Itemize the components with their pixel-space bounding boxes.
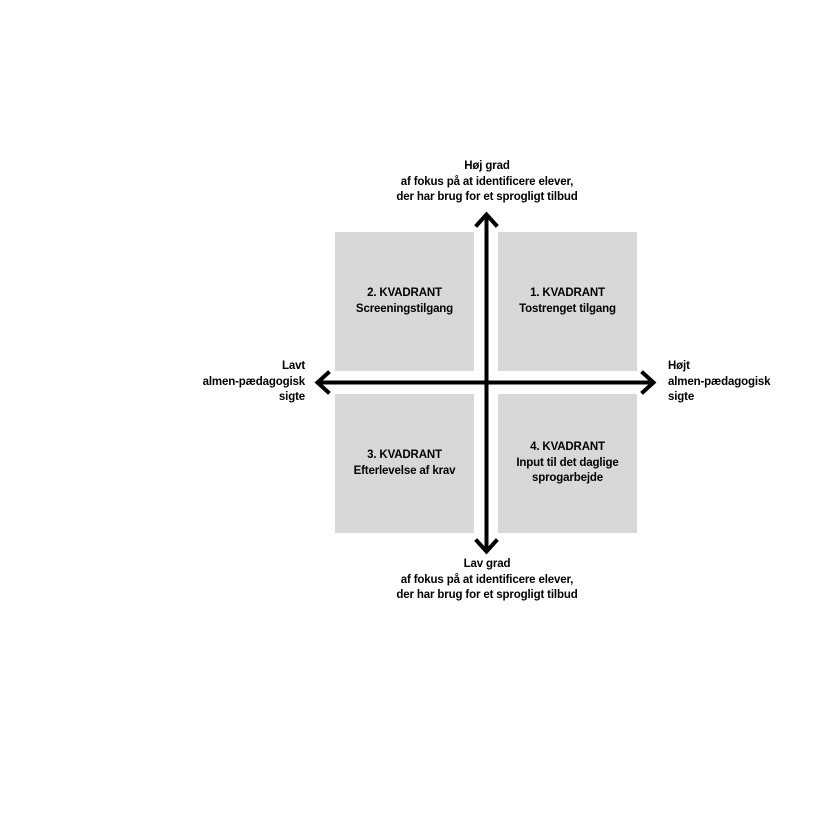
- quadrant-1-subtitle: Tostrenget tilgang: [519, 302, 616, 315]
- axis-label-left-line-2: almen-pædagogisk: [202, 375, 306, 388]
- quadrant-2-subtitle: Screeningstilgang: [355, 302, 454, 315]
- quadrant-3-box: 3. KVADRANT Efterlevelse af krav: [335, 394, 474, 533]
- quadrant-3-text: 3. KVADRANT Efterlevelse af krav: [338, 448, 471, 479]
- axis-label-top-line-1: Høj grad: [464, 160, 510, 172]
- axis-label-left-line-3: sigte: [278, 391, 305, 403]
- axis-label-top-line-2: af fokus på at identificere elever,: [400, 175, 574, 188]
- quadrant-4-text: 4. KVADRANT Input til det daglige sproga…: [501, 440, 634, 487]
- quadrant-4-box: 4. KVADRANT Input til det daglige sproga…: [498, 394, 637, 533]
- arrowhead-right-icon: [640, 370, 657, 395]
- axis-label-top: Høj grad af fokus på at identificere ele…: [287, 159, 687, 206]
- axis-label-right-line-2: almen-pædagogisk: [668, 375, 771, 388]
- axis-label-left: Lavt almen-pædagogisk sigte: [105, 359, 306, 406]
- quadrant-4-subtitle: Input til det daglige sprogarbejde: [516, 456, 619, 485]
- quadrant-1-text: 1. KVADRANT Tostrenget tilgang: [501, 286, 634, 317]
- arrowhead-up-icon: [474, 211, 499, 228]
- axis-label-right-line-1: Højt: [668, 360, 690, 372]
- axis-label-right: Højt almen-pædagogisk sigte: [668, 359, 827, 406]
- quadrant-4-title: 4. KVADRANT: [530, 441, 605, 454]
- axis-label-bottom-line-1: Lav grad: [463, 558, 511, 570]
- axis-label-left-line-1: Lavt: [281, 360, 305, 372]
- quadrant-2-title: 2. KVADRANT: [367, 287, 442, 299]
- quadrant-2-text: 2. KVADRANT Screeningstilgang: [338, 286, 471, 317]
- arrowhead-down-icon: [474, 538, 499, 555]
- quadrant-2-box: 2. KVADRANT Screeningstilgang: [335, 232, 474, 371]
- axis-label-right-line-3: sigte: [668, 391, 695, 403]
- axis-label-bottom: Lav grad af fokus på at identificere ele…: [287, 557, 687, 604]
- quadrant-3-title: 3. KVADRANT: [367, 449, 442, 461]
- axis-label-top-line-3: der har brug for et sprogligt tilbud: [396, 191, 578, 203]
- axis-label-bottom-line-2: af fokus på at identificere elever,: [400, 573, 574, 586]
- arrowhead-left-icon: [314, 370, 331, 395]
- axis-label-bottom-line-3: der har brug for et sprogligt tilbud: [396, 589, 578, 601]
- quadrant-3-subtitle: Efterlevelse af krav: [353, 464, 456, 477]
- quadrant-1-box: 1. KVADRANT Tostrenget tilgang: [498, 232, 637, 371]
- quadrant-1-title: 1. KVADRANT: [530, 287, 605, 299]
